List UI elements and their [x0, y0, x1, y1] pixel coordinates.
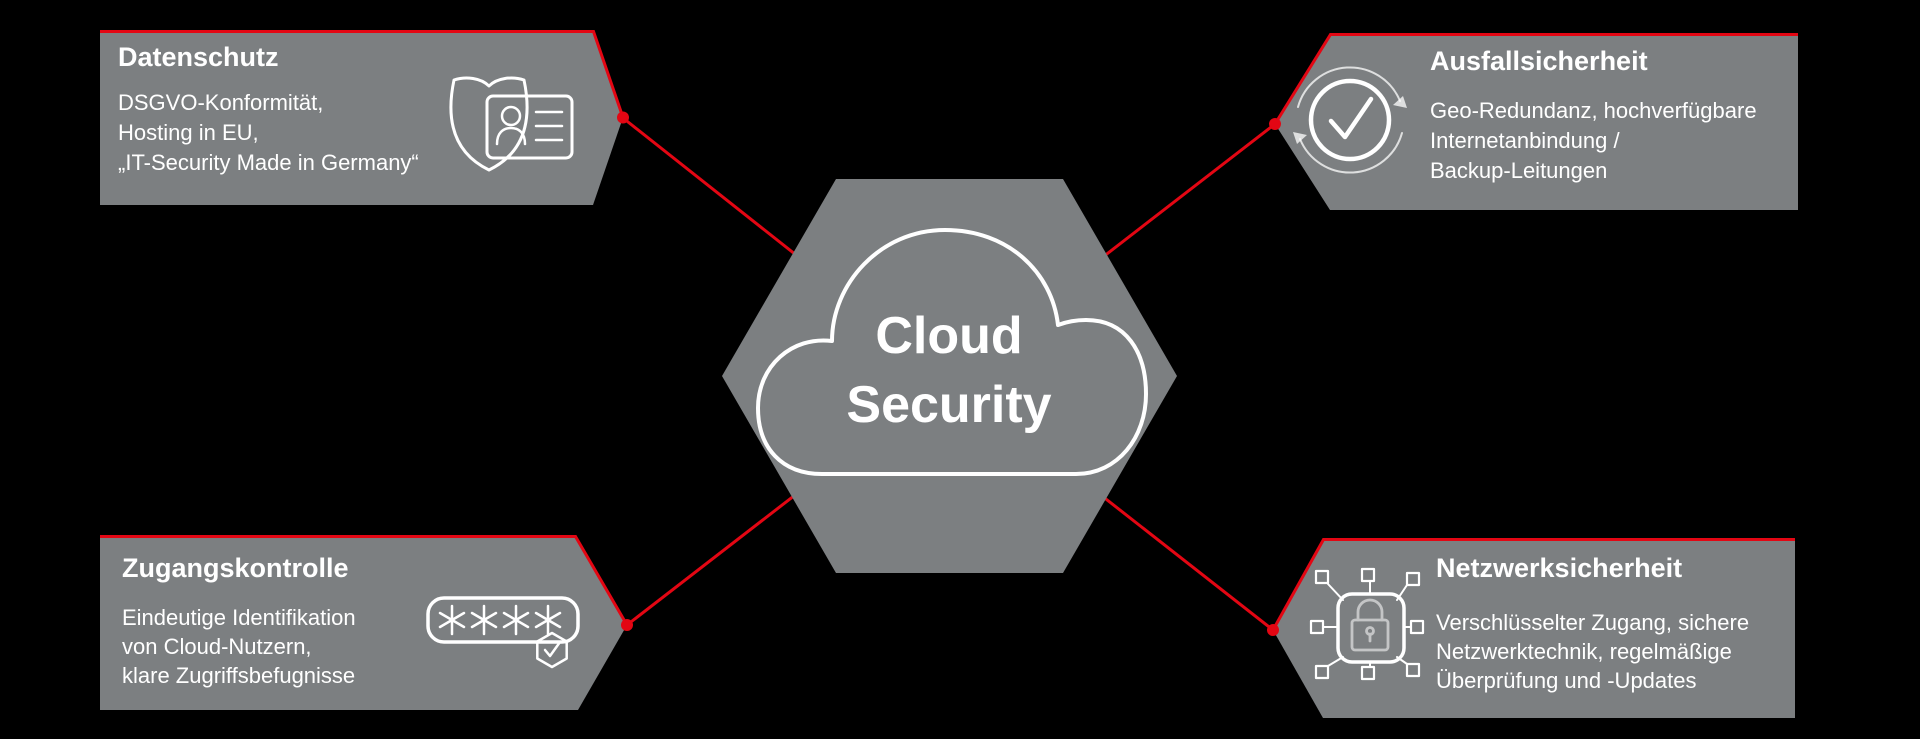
center-title-line1: Cloud: [875, 307, 1023, 365]
redundancy-check-icon: [1293, 66, 1407, 174]
network-lock-icon: [1309, 567, 1425, 681]
box-ausfallsicherheit-body: Geo-Redundanz, hochverfügbare Internetan…: [1430, 96, 1757, 186]
network-nodes: [1309, 567, 1425, 681]
box-datenschutz-body: DSGVO-Konformität, Hosting in EU, „IT-Se…: [118, 88, 419, 178]
box-zugangskontrolle-body: Eindeutige Identifikation von Cloud-Nutz…: [122, 603, 356, 690]
box-datenschutz-shape: [100, 30, 623, 205]
connector-dot-bottom-left: [621, 619, 633, 631]
connector-dot-top-left: [617, 111, 629, 124]
center-title: Cloud Security: [846, 302, 1051, 440]
body-line: Verschlüsselter Zugang, sichere: [1436, 610, 1750, 635]
body-line: Hosting in EU,: [118, 120, 259, 145]
box-netzwerksicherheit-shape: [1273, 538, 1795, 718]
connector-dot-bottom-right: [1267, 624, 1279, 636]
body-line: von Cloud-Nutzern,: [122, 634, 312, 659]
box-zugangskontrolle-shape: [100, 535, 627, 710]
box-ausfallsicherheit-red-edge: [1273, 33, 1798, 125]
box-datenschutz-red-edge: [100, 30, 625, 118]
body-line: Überprüfung und -Updates: [1436, 668, 1697, 693]
body-line: Eindeutige Identifikation: [122, 605, 356, 630]
box-netzwerksicherheit: [1267, 538, 1795, 718]
box-datenschutz-title: Datenschutz: [118, 42, 279, 72]
box-zugangskontrolle: [100, 535, 633, 710]
box-netzwerksicherheit-red-edge: [1271, 538, 1795, 631]
body-line: Geo-Redundanz, hochverfügbare: [1430, 98, 1757, 123]
box-ausfallsicherheit-shape: [1275, 33, 1798, 210]
padlock: [1350, 598, 1390, 652]
check-badge: [536, 631, 568, 669]
box-zugangskontrolle-title: Zugangskontrolle: [122, 553, 349, 583]
shield-id-card-icon: [449, 76, 574, 172]
body-line: „IT-Security Made in Germany“: [118, 150, 419, 175]
asterisks: [438, 604, 562, 636]
connector-dot-top-right: [1269, 118, 1281, 130]
body-line: Internetanbindung /: [1430, 128, 1620, 153]
password-check-icon: [426, 596, 580, 669]
box-zugangskontrolle-red-edge: [100, 535, 629, 626]
box-ausfallsicherheit-title: Ausfallsicherheit: [1430, 46, 1648, 76]
box-ausfallsicherheit: [1269, 33, 1798, 210]
body-line: Backup-Leitungen: [1430, 158, 1608, 183]
body-line: klare Zugriffsbefugnisse: [122, 663, 356, 688]
cloud-icon: [756, 228, 1148, 476]
box-netzwerksicherheit-title: Netzwerksicherheit: [1436, 553, 1683, 583]
center-title-line2: Security: [846, 376, 1052, 434]
box-netzwerksicherheit-body: Verschlüsselter Zugang, sichere Netzwerk…: [1436, 608, 1749, 695]
body-line: Netzwerktechnik, regelmäßige: [1436, 639, 1732, 664]
box-datenschutz: [100, 30, 629, 205]
body-line: DSGVO-Konformität,: [118, 90, 324, 115]
